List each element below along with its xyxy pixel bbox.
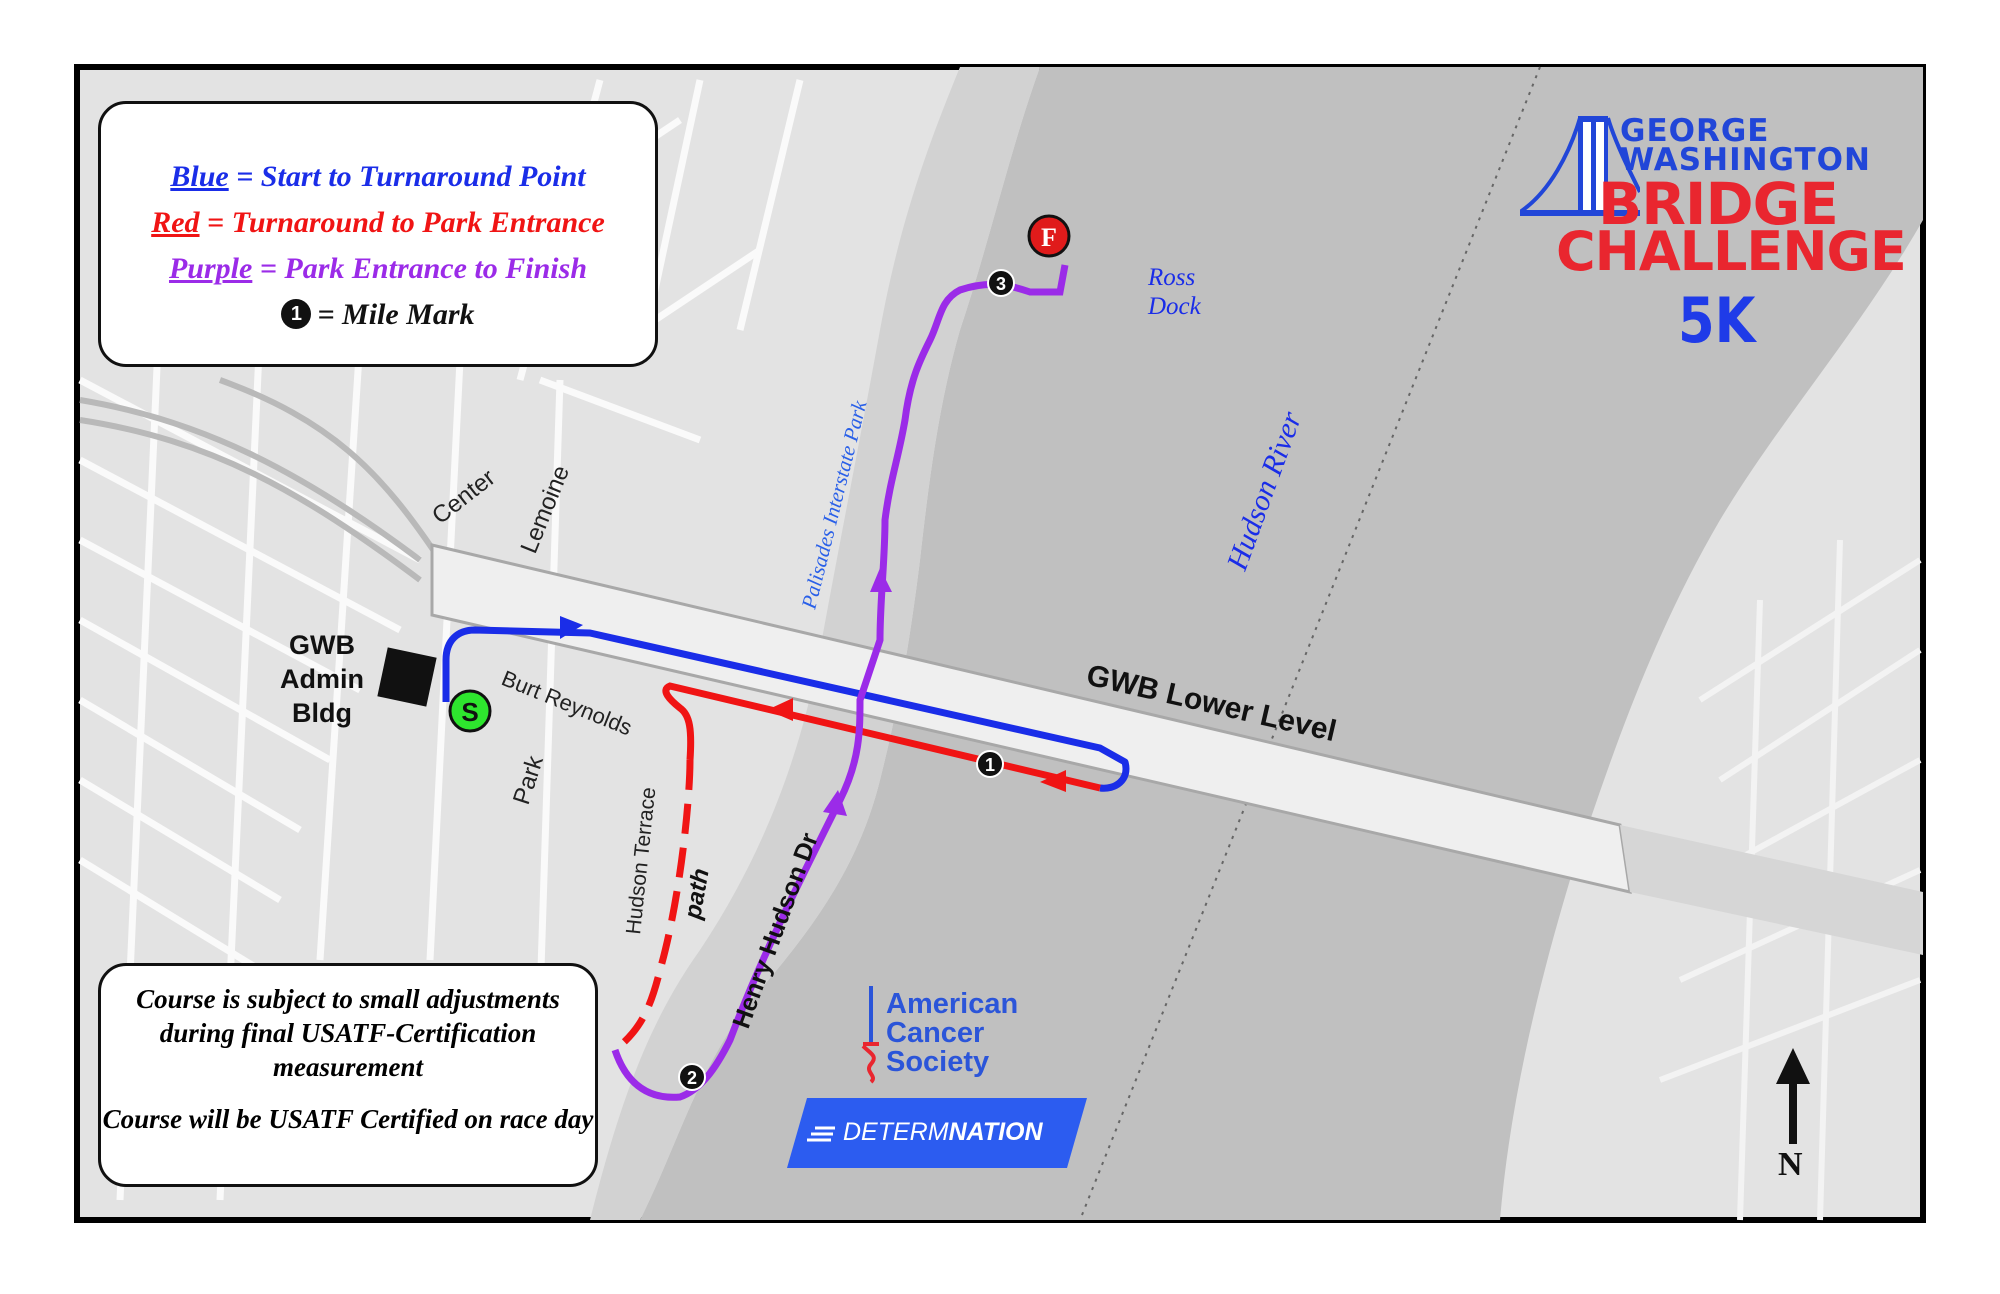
north-label: N <box>1778 1146 1803 1183</box>
hudson-river <box>640 67 1923 1220</box>
determination-badge <box>787 1098 1087 1168</box>
finish-marker <box>1027 214 1071 258</box>
red-arrow-2 <box>767 698 793 721</box>
logo-challenge: CHALLENGE <box>1556 220 1907 283</box>
mile-mark-3 <box>987 269 1015 297</box>
blue-route <box>442 626 1130 792</box>
logo-5k: 5K <box>1678 284 1756 357</box>
determination-text-a: DETERM <box>843 1118 949 1146</box>
red-path-dashed <box>612 759 694 1053</box>
purple-arrow-1 <box>823 790 847 816</box>
acs-line-2: Cancer <box>886 1017 985 1049</box>
legend-blue-word: Blue <box>170 160 229 193</box>
mile-mark-2 <box>678 1063 706 1091</box>
label-admin-1: GWB <box>289 630 355 660</box>
acs-logo: American Cancer Society <box>858 984 1058 1084</box>
acs-sword-icon <box>861 986 879 1084</box>
acs-text: American Cancer Society <box>886 990 1018 1077</box>
acs-line-3: Society <box>886 1046 990 1078</box>
north-arrow: N <box>1768 1048 1818 1188</box>
label-dock: Dock <box>1147 293 1202 320</box>
legend-mile-icon: 1 <box>281 299 312 330</box>
gwb-admin-bldg <box>377 647 437 707</box>
legend-purple-text: = Park Entrance to Finish <box>252 252 588 285</box>
logo-washington: WASHINGTON <box>1620 142 1871 178</box>
gwb-deck-east <box>1620 825 1923 955</box>
determination-text-b: NATION <box>948 1118 1043 1146</box>
determination-logo: DETERMNATION <box>787 1098 1087 1168</box>
acs-line-1: American <box>886 988 1019 1020</box>
legend-mile-text: = Mile Mark <box>317 298 475 331</box>
course-note-2: Course will be USATF Certified on race d… <box>102 1104 594 1134</box>
legend-purple-word: Purple <box>168 252 253 285</box>
red-arrow-1 <box>1040 770 1066 792</box>
north-arrow-icon <box>1776 1048 1810 1144</box>
logo-bridge: BRIDGE <box>1598 170 1839 238</box>
legend-red-word: Red <box>151 206 200 239</box>
mile-mark-2-label: 2 <box>687 1068 697 1088</box>
palisades-park <box>590 67 1040 1220</box>
mile-mark-1-label: 1 <box>985 755 995 775</box>
legend-blue: Blue = Start to Turnaround Point <box>101 154 655 200</box>
mile-mark-3-label: 3 <box>996 274 1006 294</box>
logo-george: GEORGE <box>1620 113 1770 149</box>
bridge-tower-icon <box>1520 116 1640 216</box>
legend-purple: Purple = Park Entrance to Finish <box>101 246 655 292</box>
label-ross: Ross <box>1147 264 1195 291</box>
course-note-box: Course is subject to small adjustments d… <box>98 963 598 1187</box>
gwb-challenge-logo: GEORGE WASHINGTON BRIDGE CHALLENGE 5K <box>1520 112 1907 357</box>
mile-mark-1 <box>976 750 1004 778</box>
blue-arrow <box>560 616 583 639</box>
label-admin-2: Admin <box>280 664 364 694</box>
red-route <box>662 682 1101 792</box>
legend-mile: 1= Mile Mark <box>101 292 655 338</box>
legend-red-text: = Turnaround to Park Entrance <box>199 206 605 239</box>
purple-arrow-2 <box>870 568 892 592</box>
start-label: S <box>461 697 478 727</box>
label-admin-3: Bldg <box>292 698 352 728</box>
determination-text: DETERMNATION <box>843 1118 1043 1147</box>
legend-box: Blue = Start to Turnaround Point Red = T… <box>98 101 658 367</box>
legend-blue-text: = Start to Turnaround Point <box>228 160 586 193</box>
legend-red: Red = Turnaround to Park Entrance <box>101 200 655 246</box>
finish-label: F <box>1041 223 1057 252</box>
highway-west <box>79 377 443 583</box>
start-marker <box>448 689 492 733</box>
course-note-1: Course is subject to small adjustments d… <box>136 984 560 1082</box>
purple-route <box>611 264 1069 1101</box>
